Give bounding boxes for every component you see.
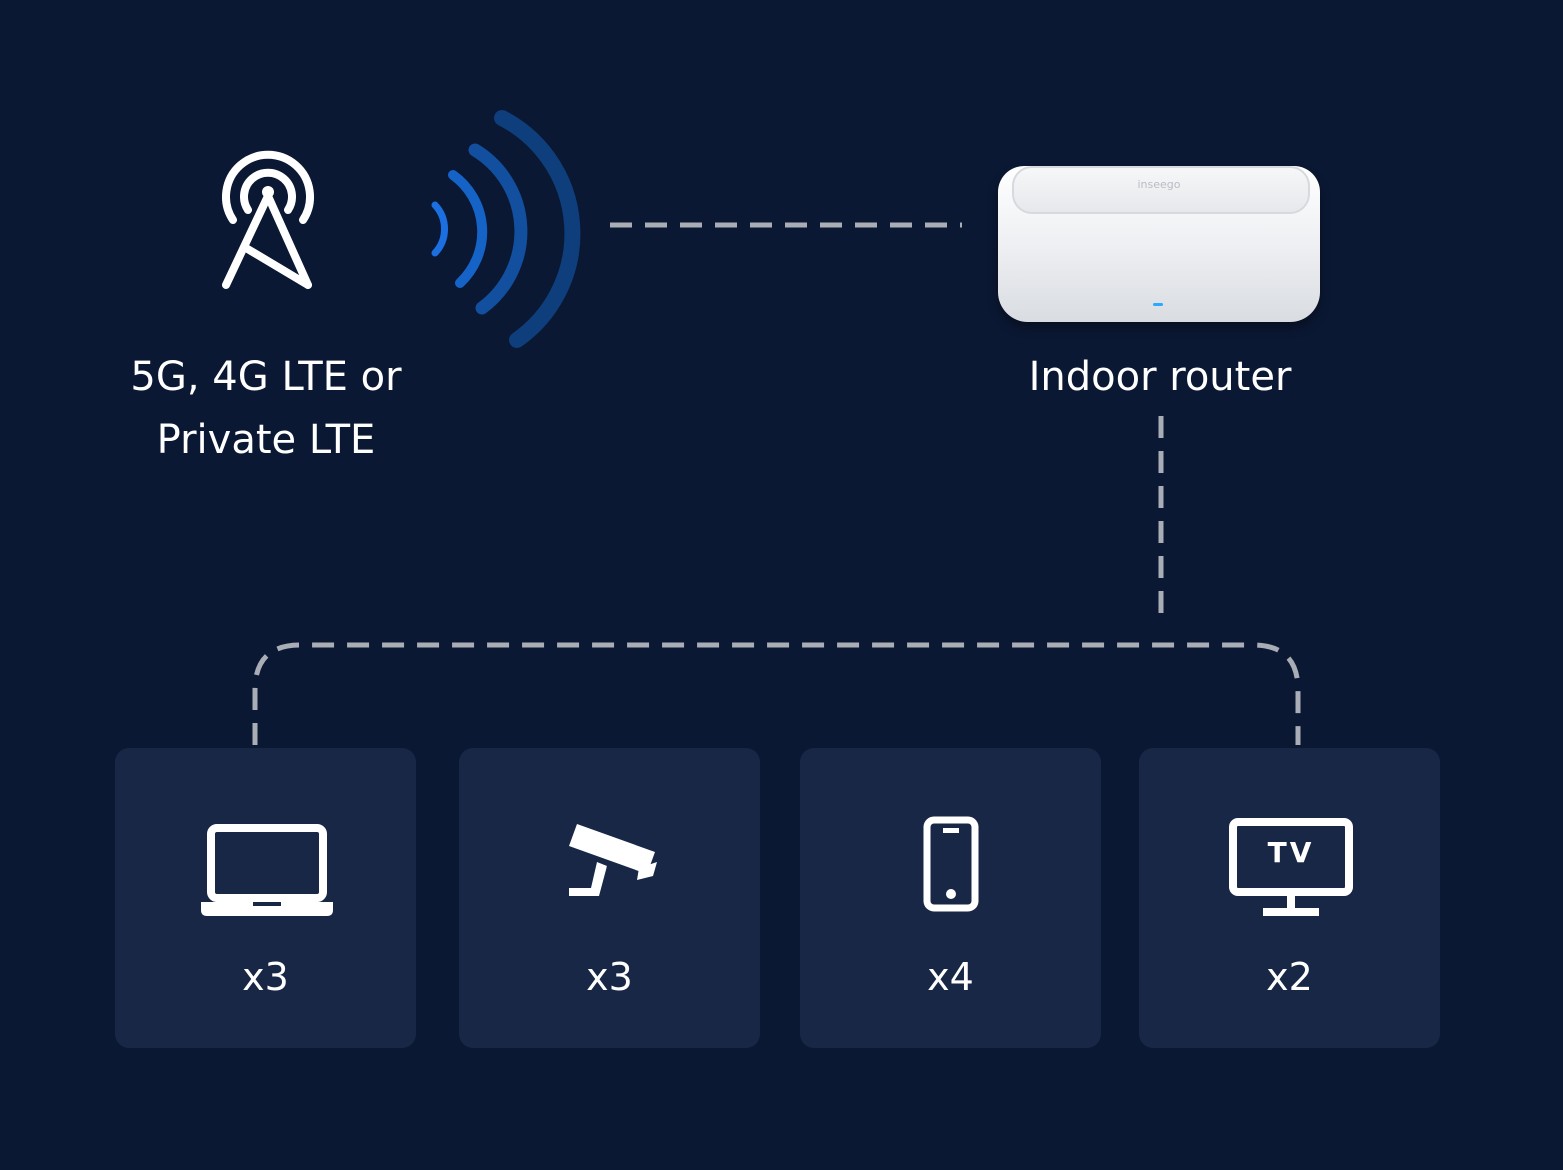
cell-tower-icon (222, 150, 314, 289)
device-card-laptop (115, 748, 416, 1048)
network-type-line2: Private LTE (156, 417, 376, 463)
device-count-laptop: x3 (242, 955, 289, 999)
signal-waves-icon (431, 110, 581, 348)
indoor-router-image: inseego (998, 160, 1320, 322)
router-led (1153, 303, 1163, 306)
router-brand: inseego (1137, 178, 1181, 191)
indoor-router-label: Indoor router (1028, 354, 1292, 400)
device-count-tv: x2 (1266, 955, 1313, 999)
tv-icon (1229, 818, 1353, 916)
device-count-phone: x4 (927, 955, 974, 999)
network-type-line1: 5G, 4G LTE or (130, 354, 402, 400)
network-type-label: 5G, 4G LTE or Private LTE (60, 346, 472, 472)
laptop-icon (201, 824, 333, 916)
smartphone-icon (923, 816, 979, 912)
security-camera-icon (569, 824, 657, 896)
device-card-tv: TV (1139, 748, 1440, 1048)
device-count-camera: x3 (586, 955, 633, 999)
device-card-camera (459, 748, 760, 1048)
device-card-phone (800, 748, 1101, 1048)
device-bus-connector (252, 642, 1301, 745)
tv-icon-text: TV (1267, 836, 1315, 869)
